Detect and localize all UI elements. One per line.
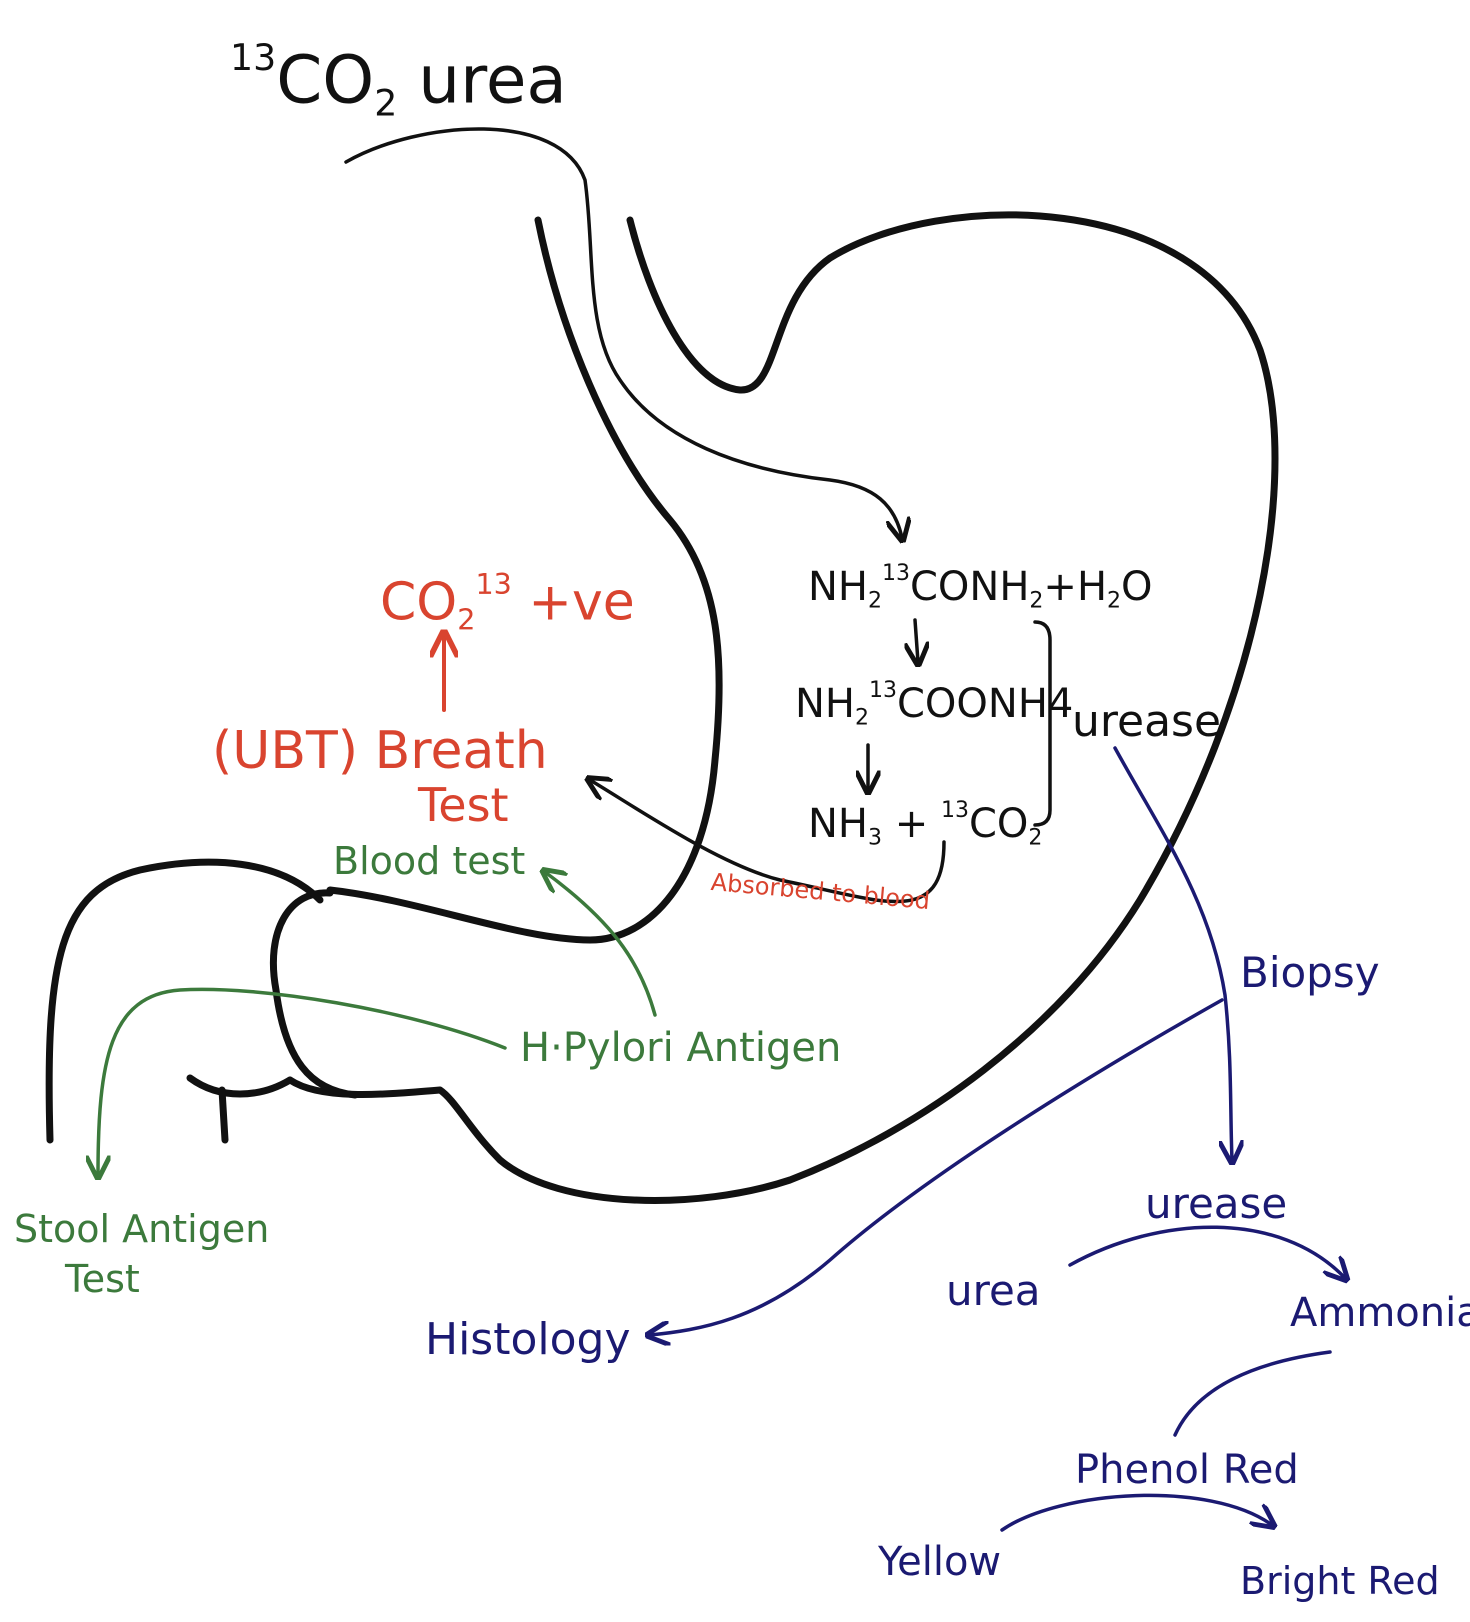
yellow-to-red-arrow: [1000, 1493, 1272, 1532]
stool-test-arrow: [98, 987, 507, 1175]
ingestion-isotope: 13: [230, 36, 277, 79]
stomach-outline: [45, 211, 1279, 1204]
reaction-line-1: NH213CONH2+H2O: [808, 561, 1153, 614]
breath-result: CO213 +ve: [380, 567, 635, 637]
reaction-line-2: NH213COONH4: [795, 678, 1074, 731]
ingestion-sub: 2: [374, 81, 398, 125]
esophagus-left-wall: [326, 216, 723, 944]
ingestion-main: CO: [276, 41, 375, 119]
yellow-label: Yellow: [878, 1539, 1002, 1585]
ingestion-label: 13CO2 urea: [230, 39, 567, 125]
biopsy-to-histology-arrow: [650, 998, 1224, 1335]
biopsy-urease-label: urease: [1145, 1179, 1288, 1228]
duodenum-loop: [45, 858, 324, 1144]
reaction-arrow-1: [915, 618, 918, 662]
ingestion-path: [344, 127, 902, 538]
reaction-line-3: NH3 + 13CO2: [808, 798, 1043, 851]
breath-test-title-2: Test: [418, 778, 509, 832]
esophagus-right-wall: [286, 211, 1279, 1204]
histology-label: Histology: [425, 1314, 631, 1365]
pyloric-bulge: [269, 889, 359, 1099]
duodenum-inner: [186, 1074, 294, 1098]
urease-to-biopsy-line: [1113, 746, 1232, 1160]
biopsy-label: Biopsy: [1240, 948, 1380, 997]
urea-to-ammonia-arrow: [1068, 1225, 1345, 1278]
urea-label: urea: [946, 1266, 1041, 1315]
bright-red-label: Bright Red: [1240, 1559, 1440, 1603]
ingestion-rest: urea: [397, 41, 567, 119]
stool-antigen-test-label-2: Test: [65, 1257, 140, 1301]
stool-antigen-test-label: Stool Antigen: [14, 1207, 270, 1251]
absorbed-arrow: [590, 780, 946, 904]
breath-test-title: (UBT) Breath: [212, 721, 548, 781]
blood-test-label: Blood test: [333, 839, 526, 883]
phenol-red-label: Phenol Red: [1075, 1447, 1299, 1493]
duodenum-tick: [218, 1086, 229, 1144]
ammonia-to-phenol-line: [1173, 1350, 1332, 1437]
urease-bracket: [1033, 620, 1052, 827]
h-pylori-antigen-label: H·Pylori Antigen: [520, 1025, 842, 1071]
ammonia-label: Ammonia: [1290, 1290, 1470, 1336]
blood-test-arrow: [545, 872, 657, 1017]
reaction-enzyme-label: urease: [1072, 696, 1222, 747]
